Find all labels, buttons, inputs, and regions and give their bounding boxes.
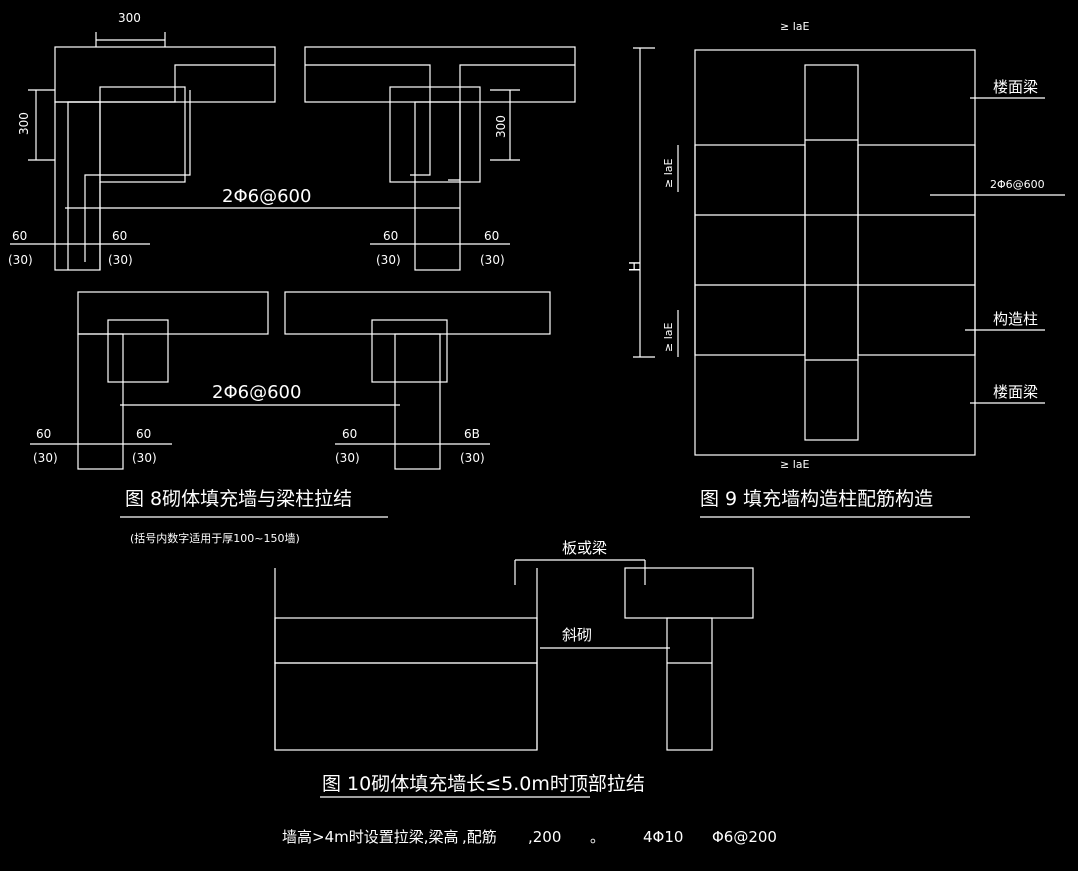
fig9-caption: 图 9 填充墙构造柱配筋构造: [700, 488, 933, 510]
fig10-label-oblique: 斜砌: [562, 626, 592, 644]
fig9-label-floor-beam-top: 楼面梁: [993, 78, 1038, 96]
fig8-dim-60-g: 60: [342, 427, 357, 441]
fig8-dim-30-b: (30): [108, 253, 133, 267]
fig8-dim-60-e: 60: [36, 427, 51, 441]
fig10-footnote-1: 墙高>4m时设置拉梁,梁高: [282, 828, 459, 846]
fig8-rebar-label-a: 2Φ6@600: [222, 186, 311, 207]
fig8-dim-30-h: (30): [460, 451, 485, 465]
fig9-lae-side-lower: ≥ laE: [662, 322, 675, 352]
fig9-detail: [633, 47, 1065, 518]
fig8-dim-left: 300: [17, 112, 31, 135]
fig10-caption: 图 10砌体填充墙长≤5.0m时顶部拉结: [322, 773, 645, 795]
fig9-height-label: H: [626, 261, 644, 272]
fig8-dim-30-e: (30): [33, 451, 58, 465]
fig8-dim-30-c: (30): [376, 253, 401, 267]
fig8-dim-30-g: (30): [335, 451, 360, 465]
fig8-detail-top-right: [304, 46, 576, 271]
fig8-dim-60-a: 60: [12, 229, 27, 243]
fig8-dim-60-d: 60: [484, 229, 499, 243]
fig8-detail-bottom-left: [30, 291, 269, 470]
fig9-lae-bottom: ≥ laE: [780, 458, 810, 471]
fig8-dim-right: 300: [494, 115, 508, 138]
fig9-label-rebar: 2Φ6@600: [990, 178, 1045, 191]
fig8-dim-30-a: (30): [8, 253, 33, 267]
fig8-detail-bottom-right: [284, 291, 551, 470]
fig8-detail-top-left: [10, 32, 276, 271]
fig10-footnote-5: 4Φ10: [643, 828, 683, 846]
fig10-footnote-4: 。: [590, 828, 605, 846]
fig9-lae-top: ≥ laE: [780, 20, 810, 33]
fig8-caption: 图 8砌体填充墙与梁柱拉结: [125, 488, 352, 510]
fig8-rebar-label-b: 2Φ6@600: [212, 382, 301, 403]
fig8-dim-60-f: 60: [136, 427, 151, 441]
fig10-detail: [274, 559, 754, 798]
fig9-label-floor-beam-bottom: 楼面梁: [993, 383, 1038, 401]
fig10-label-slab-beam: 板或梁: [562, 539, 607, 557]
fig8-dim-30-d: (30): [480, 253, 505, 267]
fig9-label-column: 构造柱: [993, 310, 1038, 328]
fig8-dim-6b: 6B: [464, 427, 480, 441]
fig8-dim-30-f: (30): [132, 451, 157, 465]
fig9-lae-side-upper: ≥ laE: [662, 158, 675, 188]
fig10-footnote-6: Φ6@200: [712, 828, 777, 846]
fig10-footnote-2: ,配筋: [462, 828, 497, 846]
fig8-note: (括号内数字适用于厚100~150墙): [130, 531, 300, 545]
fig8-dim-60-b: 60: [112, 229, 127, 243]
fig8-dim-top: 300: [118, 11, 141, 25]
fig8-dim-60-c: 60: [383, 229, 398, 243]
fig10-footnote-3: ,200: [528, 828, 561, 846]
